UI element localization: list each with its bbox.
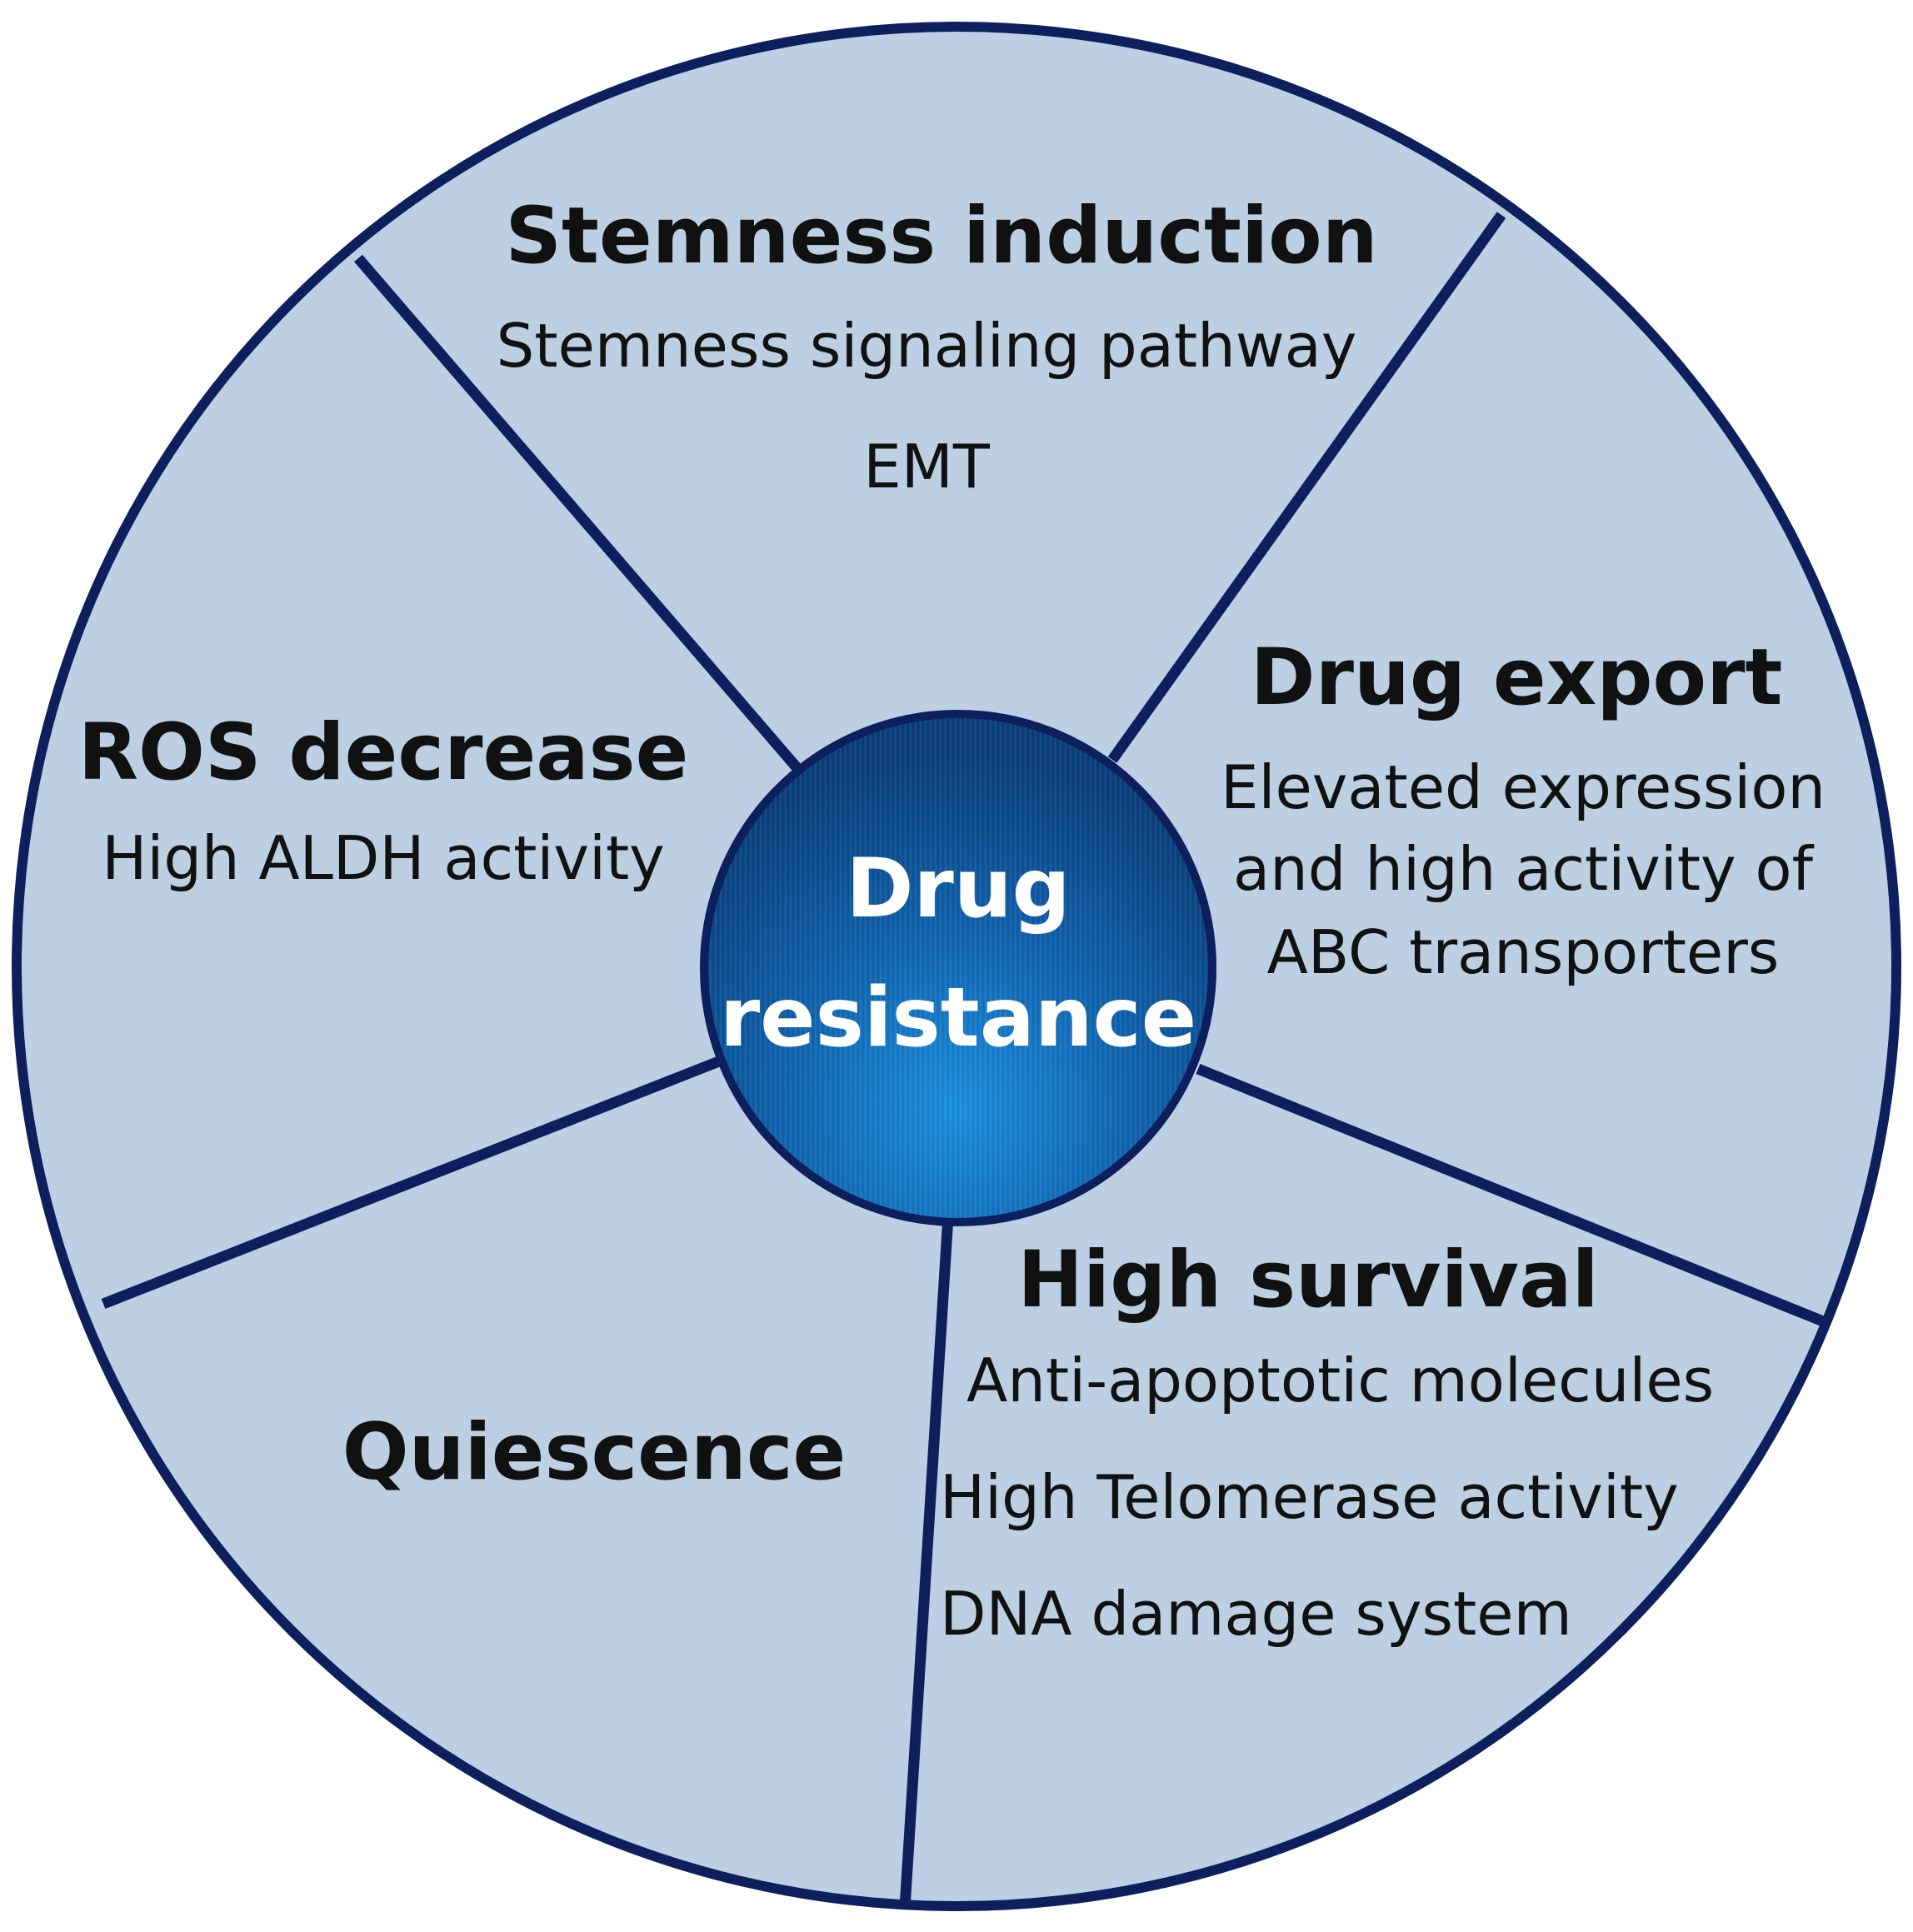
divider-bottom xyxy=(899,1216,954,1909)
divider-right xyxy=(1196,1063,1826,1327)
divider-left xyxy=(101,1054,726,1310)
ros-decrease-line-1: High ALDH activity xyxy=(102,823,665,893)
ros-decrease-title: ROS decrease xyxy=(78,707,689,798)
stemness-title: Stemness induction xyxy=(505,191,1377,282)
drug-export-line-1: Elevated expression xyxy=(1221,752,1826,822)
center-label-line1: Drug xyxy=(846,841,1071,936)
high-survival-title: High survival xyxy=(1017,1235,1598,1325)
high-survival-line-2: High Telomerase activity xyxy=(940,1462,1679,1532)
stemness-line-1: Stemness signaling pathway xyxy=(497,311,1357,381)
divider-top-right xyxy=(1107,212,1506,763)
drug-export-title: Drug export xyxy=(1251,632,1783,723)
divider-top-left xyxy=(354,254,806,777)
high-survival-line-1: Anti-apoptotic molecules xyxy=(966,1345,1714,1415)
center-hub-texture xyxy=(708,718,1208,1218)
high-survival-line-3: DNA damage system xyxy=(940,1579,1572,1649)
drug-export-line-2: and high activity of xyxy=(1233,834,1815,904)
stemness-line-2: EMT xyxy=(863,432,991,502)
quiescence-title: Quiescence xyxy=(342,1407,847,1498)
center-label-line2: resistance xyxy=(720,971,1196,1066)
drug-export-line-3: ABC transporters xyxy=(1267,917,1780,987)
